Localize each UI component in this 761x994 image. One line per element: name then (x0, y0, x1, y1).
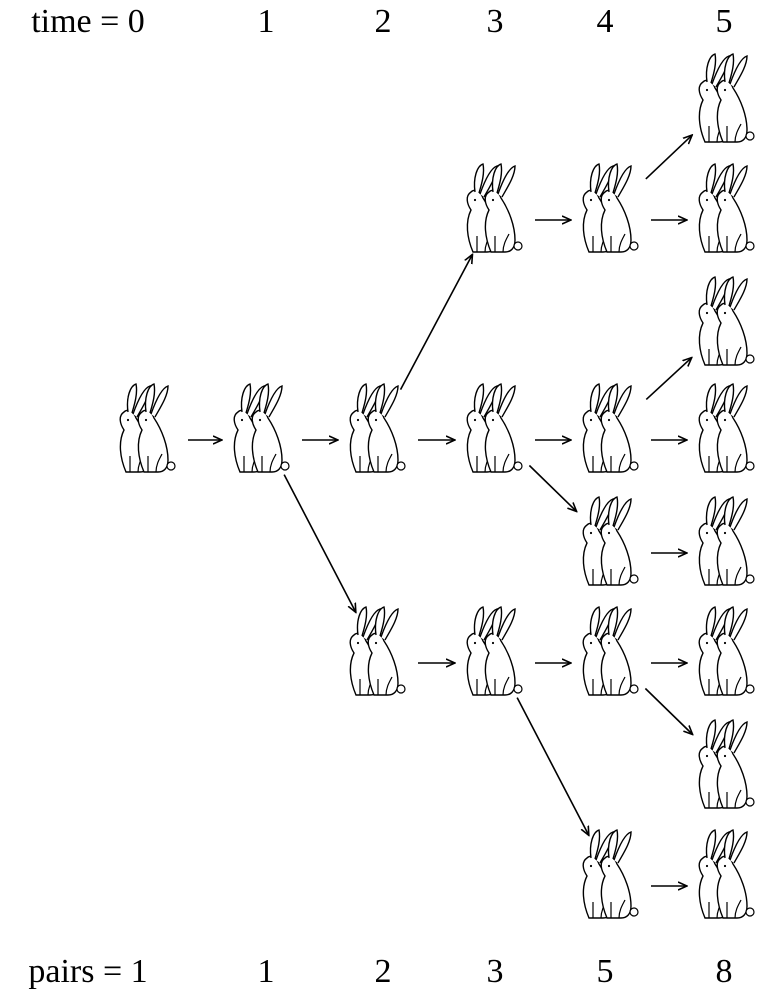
rabbit-pair-icon (583, 384, 638, 472)
rabbit-pair-icon (583, 164, 638, 252)
rabbit-pair-icon (467, 164, 522, 252)
rabbit-pair-icon (234, 384, 289, 472)
arrow-icon (646, 358, 691, 400)
arrow-icon (401, 254, 473, 389)
pairs-label-5: 8 (716, 952, 733, 992)
rabbit-pair-icon (699, 830, 754, 918)
rabbit-pair-icon (699, 607, 754, 695)
pairs-label-3: 3 (487, 952, 504, 992)
arrow-icon (646, 135, 692, 179)
pairs-label-4: 5 (597, 952, 614, 992)
rabbit-pair-icon (467, 607, 522, 695)
arrow-icon (517, 698, 589, 836)
rabbit-pair-icon (699, 164, 754, 252)
arrow-icon (284, 475, 356, 613)
rabbit-pair-icon (583, 830, 638, 918)
rabbit-pair-icon (699, 720, 754, 808)
arrow-icon (645, 688, 692, 734)
rabbit-pair-icon (120, 384, 175, 472)
pairs-label-2: 2 (375, 952, 392, 992)
pairs-label-1: 1 (258, 952, 275, 992)
rabbit-pair-icon (467, 384, 522, 472)
rabbit-pair-icon (583, 497, 638, 585)
rabbit-pair-icon (699, 497, 754, 585)
pairs-label-0: pairs = 1 (28, 952, 147, 992)
arrow-icon (529, 465, 576, 511)
rabbit-pair-icon (699, 384, 754, 472)
rabbit-pair-icon (699, 277, 754, 365)
rabbit-pair-icon (583, 607, 638, 695)
rabbit-pair-icon (350, 384, 405, 472)
rabbit-pair-icon (699, 54, 754, 142)
rabbit-pair-icon (350, 607, 405, 695)
